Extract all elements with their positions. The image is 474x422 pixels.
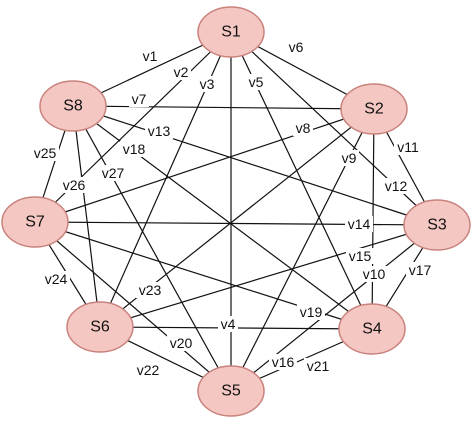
node-circle [66, 301, 134, 353]
node-s2[interactable]: S2 [340, 83, 408, 135]
edge-label-v22: v22 [137, 362, 160, 378]
edge-label-background [346, 248, 374, 264]
edge-label-v1: v1 [143, 48, 158, 64]
edge-label-v20: v20 [170, 335, 193, 351]
edge-label-background [304, 358, 332, 374]
node-circle [338, 303, 406, 355]
node-s8[interactable]: S8 [39, 80, 107, 132]
edge-label-background [394, 139, 422, 155]
node-s7[interactable]: S7 [1, 196, 69, 248]
edge-label-background [197, 76, 217, 92]
edge-label-background [218, 316, 238, 332]
edge-label-v14: v14 [348, 216, 371, 232]
node-s6[interactable]: S6 [66, 301, 134, 353]
edge-label-background [60, 177, 88, 193]
node-circle [340, 83, 408, 135]
edge-label-background [171, 64, 191, 80]
edge-label-background [42, 271, 70, 287]
edge-label-v10: v10 [363, 266, 386, 282]
node-circle [403, 199, 471, 251]
edge-label-v18: v18 [123, 141, 146, 157]
edge-s7-s5 [34, 221, 232, 392]
edge-v8 [34, 108, 375, 223]
edge-label-v23: v23 [139, 282, 162, 298]
edge-v12 [230, 31, 438, 226]
edge-label-background [246, 74, 266, 90]
node-label: S3 [427, 217, 447, 234]
node-label: S6 [90, 319, 110, 336]
edge-label-v12: v12 [385, 178, 408, 194]
edge-label-background [406, 262, 434, 278]
edge-label-v9: v9 [342, 150, 357, 166]
edge-v27 [72, 105, 232, 392]
node-s3[interactable]: S3 [403, 199, 471, 251]
node-circle [1, 196, 69, 248]
edge-v26 [72, 105, 101, 328]
edge-label-v24: v24 [45, 271, 68, 287]
edge-label-v16: v16 [272, 354, 295, 370]
edge-v7 [72, 105, 375, 110]
edge-label-v17: v17 [409, 262, 432, 278]
edge-label-v13: v13 [148, 123, 171, 139]
edge-labels-layer: v1 v2 v3 v4 v5 v6 v7 v8 v9 v10 v11 v12 v13 v14 v15 v16 v… [31, 39, 434, 378]
edge-label-background [145, 123, 173, 139]
edge-label-v26: v26 [63, 177, 86, 193]
edge-label-v7: v7 [132, 91, 147, 107]
edge-v16 [230, 224, 438, 392]
edge-label-background [120, 141, 148, 157]
edge-label-background [339, 150, 359, 166]
node-label: S4 [362, 321, 382, 338]
node-label: S8 [63, 98, 83, 115]
edge-label-v21: v21 [307, 358, 330, 374]
node-label: S5 [221, 383, 241, 400]
edge-label-background [286, 39, 306, 55]
edge-label-background [129, 91, 149, 107]
edge-label-background [382, 178, 410, 194]
edge-label-background [134, 362, 162, 378]
edge-label-v11: v11 [397, 139, 419, 155]
edge-label-v3: v3 [200, 76, 215, 92]
edge-label-v15: v15 [349, 248, 372, 264]
edge-label-background [140, 48, 160, 64]
node-s1[interactable]: S1 [197, 6, 265, 58]
edge-label-background [360, 266, 388, 282]
edge-label-v8: v8 [296, 120, 311, 136]
edge-label-background [167, 335, 195, 351]
edge-label-v19: v19 [300, 304, 323, 320]
edge-label-background [269, 354, 297, 370]
edge-label-v6: v6 [289, 39, 304, 55]
edge-label-background [31, 145, 59, 161]
edge-label-v2: v2 [174, 64, 189, 80]
edge-v14 [34, 221, 438, 226]
edge-label-v4: v4 [221, 316, 236, 332]
edge-label-background [136, 282, 164, 298]
node-s5[interactable]: S5 [197, 365, 265, 417]
edge-label-v25: v25 [34, 145, 57, 161]
node-s4[interactable]: S4 [338, 303, 406, 355]
edge-label-background [345, 216, 373, 232]
node-label: S7 [25, 214, 45, 231]
edge-label-background [293, 120, 313, 136]
edge-v13 [72, 105, 438, 226]
node-label: S1 [221, 24, 241, 41]
edge-v15 [99, 224, 438, 328]
edge-label-v5: v5 [249, 74, 264, 90]
node-label: S2 [364, 101, 384, 118]
edge-v18 [72, 105, 373, 330]
node-circle [197, 6, 265, 58]
edge-label-background [99, 165, 127, 181]
edge-label-v27: v27 [102, 165, 125, 181]
node-circle [39, 80, 107, 132]
node-circle [197, 365, 265, 417]
edge-label-background [297, 304, 325, 320]
